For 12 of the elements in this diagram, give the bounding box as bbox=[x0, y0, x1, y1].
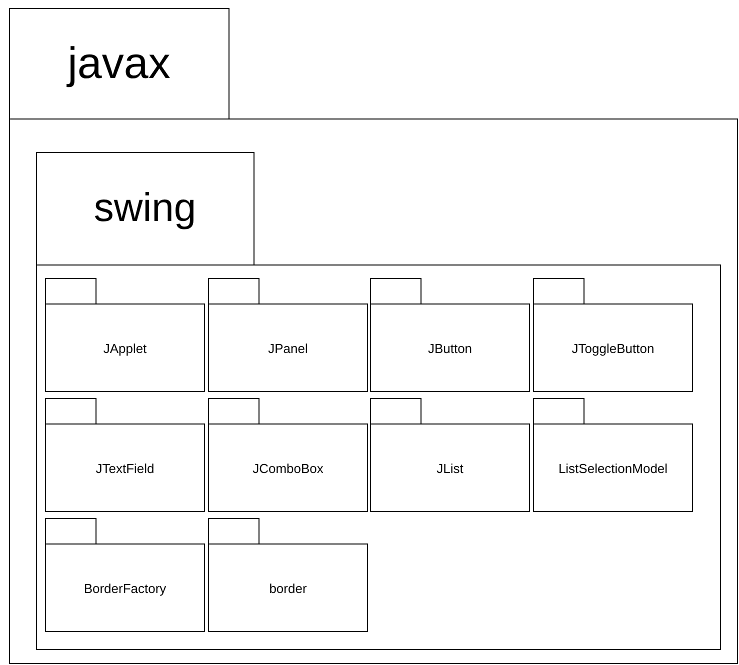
package-name: border bbox=[269, 580, 307, 596]
package-name: JTextField bbox=[96, 460, 154, 476]
package-name: ListSelectionModel bbox=[558, 460, 668, 476]
package-name: BorderFactory bbox=[84, 580, 166, 596]
package-name: JButton bbox=[428, 340, 472, 356]
package-name: JPanel bbox=[268, 340, 308, 356]
package-name: javax bbox=[68, 38, 170, 88]
package-name: JToggleButton bbox=[572, 340, 654, 356]
package-name: JComboBox bbox=[252, 460, 324, 476]
package-name: swing bbox=[94, 186, 196, 231]
package-name: JApplet bbox=[103, 340, 147, 356]
package-name: JList bbox=[436, 460, 464, 476]
